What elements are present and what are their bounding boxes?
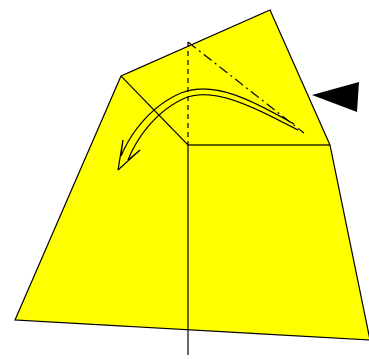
diagonal-crease-line — [120, 75, 189, 146]
pointer-arrow-icon — [312, 82, 359, 112]
fold-arrow-icon — [117, 88, 299, 171]
paper-shape — [14, 9, 369, 341]
mountain-fold-line — [187, 41, 305, 134]
